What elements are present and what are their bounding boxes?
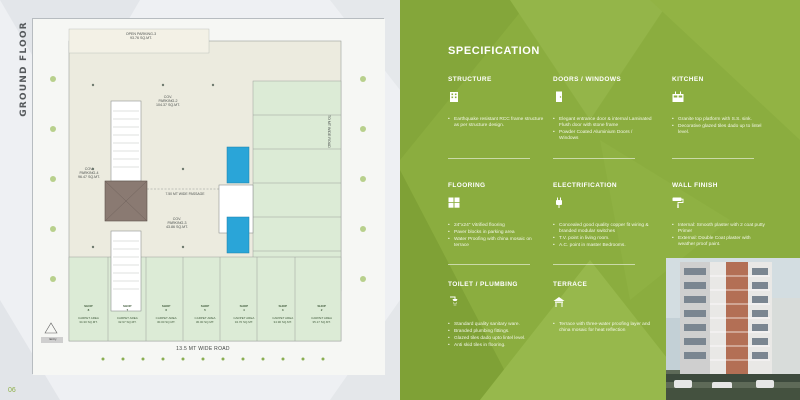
divider bbox=[448, 158, 530, 159]
plug-icon bbox=[556, 197, 562, 208]
section-title: ELECTRIFICATION bbox=[553, 182, 618, 189]
shop-area: CARPET AREA 35.17 SQ.MT. bbox=[311, 316, 333, 324]
spec-item: T.V. point in living room. bbox=[553, 236, 653, 242]
spec-item: Standard quality sanitary ware. bbox=[448, 322, 544, 328]
shop-label: SHOP 6 bbox=[161, 304, 171, 312]
shop-unit: SHOP 6 CARPET AREA 30.00 SQ.MT. bbox=[147, 304, 186, 335]
entry-label: Entry bbox=[49, 337, 57, 341]
spec-item: Decorative glazed tiles dado up to linte… bbox=[672, 124, 768, 136]
spec-item: Concealed good quality copper fit wiring… bbox=[553, 223, 653, 235]
section-title: KITCHEN bbox=[672, 76, 704, 83]
section-title: WALL FINISH bbox=[672, 182, 718, 189]
cov-parking-3-label: COV. PARKING-3 43.86 SQ.MT. bbox=[166, 217, 188, 230]
terrace-icon bbox=[553, 297, 565, 307]
cov-parking-4-label: COV. PARKING-4 96.47 SQ.MT. bbox=[78, 167, 100, 180]
section-title: DOORS / WINDOWS bbox=[553, 76, 622, 83]
spec-item: Internal: Smooth plaster with 2 coat put… bbox=[672, 223, 768, 235]
section-toilet-plumbing: TOILET / PLUMBING Standard quality sanit… bbox=[448, 281, 544, 350]
shop-label: SHOP 8 bbox=[84, 304, 93, 312]
shop-area: CARPET AREA 34.70 SQ.MT. bbox=[233, 316, 255, 324]
shop-label: SHOP 4 bbox=[239, 304, 249, 312]
divider bbox=[672, 158, 754, 159]
shop-unit: SHOP 2 CARPET AREA 35.17 SQ.MT. bbox=[302, 304, 341, 335]
spec-item: Glazed tiles dado upto lintel level. bbox=[448, 336, 544, 342]
shop-unit: SHOP 5 CARPET AREA 30.00 SQ.MT. bbox=[186, 304, 225, 335]
specification-page: SPECIFICATION STRUCTURE Earthquake resis… bbox=[400, 0, 800, 400]
divider bbox=[553, 264, 635, 265]
floor-plan-page: GROUND FLOOR bbox=[0, 0, 400, 400]
road-right-label: TO MT WIDE ROAD bbox=[327, 115, 331, 148]
shop-area: CARPET AREA 30.00 SQ.MT. bbox=[155, 316, 177, 324]
spec-item: Anti skid tiles in flooring. bbox=[448, 343, 544, 349]
shop-area: CARPET AREA 32.97 SQ.MT. bbox=[116, 316, 138, 324]
shower-icon bbox=[450, 296, 458, 306]
paint-roller-icon bbox=[672, 197, 684, 208]
spec-item: Terrace with three-water proofing layer … bbox=[553, 322, 653, 334]
passage-label: 7.50 MT WIDE PASSAGE bbox=[165, 192, 205, 196]
spec-item: 24"x24" Vitrified flooring bbox=[448, 223, 544, 229]
open-parking-label: OPEN PARKING-3 93.76 SQ.MT. bbox=[125, 32, 157, 41]
section-wall-finish: WALL FINISH Internal: Smooth plaster wit… bbox=[672, 182, 768, 249]
shop-unit: SHOP 7 CARPET AREA 32.97 SQ.MT. bbox=[108, 304, 147, 335]
spec-item: Branded plumbing fittings. bbox=[448, 329, 544, 335]
spec-item: Granite top platform with S.S. sink. bbox=[672, 117, 768, 123]
spec-item: Paver blocks in parking area bbox=[448, 230, 544, 236]
road-bottom-label: 13.5 MT WIDE ROAD bbox=[176, 346, 230, 352]
section-structure: STRUCTURE Earthquake resistant RCC frame… bbox=[448, 76, 544, 130]
kitchen-icon bbox=[672, 91, 684, 102]
section-flooring: FLOORING 24"x24" Vitrified flooring Pave… bbox=[448, 182, 544, 250]
page-number: 06 bbox=[8, 387, 16, 394]
spec-item: A.C. point in master Bedrooms. bbox=[553, 243, 653, 249]
ground-floor-title: GROUND FLOOR bbox=[18, 21, 29, 117]
shop-label: SHOP 5 bbox=[200, 304, 210, 312]
spec-item: Water Proofing with china mosaic on terr… bbox=[448, 237, 544, 249]
spec-item: Powder Coated Aluminium Doors / Windows bbox=[553, 130, 653, 142]
section-kitchen: KITCHEN Granite top platform with S.S. s… bbox=[672, 76, 768, 137]
section-doors-windows: DOORS / WINDOWS Elegant entrance door & … bbox=[553, 76, 653, 143]
page-title-vertical: GROUND FLOOR bbox=[6, 21, 29, 120]
ground-floor-plan: OPEN PARKING-3 93.76 SQ.MT. COV. PARKING… bbox=[32, 18, 385, 375]
section-title: TOILET / PLUMBING bbox=[448, 281, 518, 288]
spec-item: Earthquake resistant RCC frame structure… bbox=[448, 117, 544, 129]
shop-unit: SHOP 4 CARPET AREA 34.70 SQ.MT. bbox=[224, 304, 263, 335]
door-icon bbox=[556, 91, 562, 102]
spec-item: External: Double Coat plaster with weath… bbox=[672, 236, 768, 248]
section-title: TERRACE bbox=[553, 281, 588, 288]
shop-area: CARPET AREA 34.30 SQ.MT. bbox=[77, 316, 99, 324]
section-title: FLOORING bbox=[448, 182, 486, 189]
shop-area: CARPET AREA 34.90 SQ.MT. bbox=[272, 316, 294, 324]
section-title: STRUCTURE bbox=[448, 76, 492, 83]
shop-unit: SHOP 3 CARPET AREA 34.90 SQ.MT. bbox=[263, 304, 302, 335]
divider bbox=[448, 264, 530, 265]
floor-tiles-icon bbox=[448, 197, 460, 208]
plan-drawing bbox=[33, 19, 385, 375]
shop-label: SHOP 2 bbox=[317, 304, 326, 312]
specification-heading: SPECIFICATION bbox=[448, 45, 540, 57]
shop-label: SHOP 3 bbox=[278, 304, 287, 312]
section-terrace: TERRACE Terrace with three-water proofin… bbox=[553, 281, 653, 335]
divider bbox=[553, 158, 635, 159]
cov-parking-2-label: COV. PARKING-2 104.37 SQ.MT. bbox=[156, 95, 180, 108]
shop-unit: SHOP 8 CARPET AREA 34.30 SQ.MT. bbox=[69, 304, 108, 335]
shop-label: SHOP 7 bbox=[123, 304, 132, 312]
section-electrification: ELECTRIFICATION Concealed good quality c… bbox=[553, 182, 653, 250]
building-photo bbox=[666, 258, 800, 400]
shop-row: SHOP 8 CARPET AREA 34.30 SQ.MT. SHOP 7 CARP… bbox=[69, 304, 341, 335]
shop-area: CARPET AREA 30.00 SQ.MT. bbox=[194, 316, 216, 324]
building-icon bbox=[450, 92, 458, 102]
building-illustration bbox=[666, 258, 800, 400]
spec-item: Elegant entrance door & internal Laminat… bbox=[553, 117, 653, 129]
